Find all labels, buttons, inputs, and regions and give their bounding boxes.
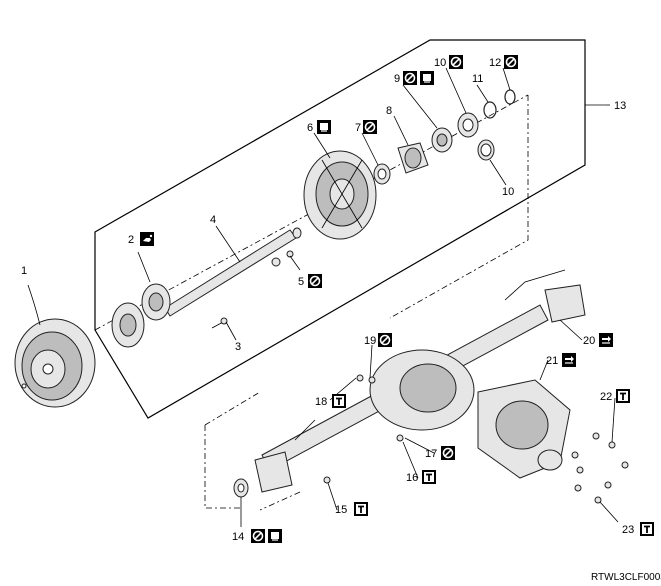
callout-8: 8 <box>386 105 392 117</box>
callout-10-top: 10 <box>434 57 446 69</box>
wheel-bearing <box>431 127 453 153</box>
figure-reference-code: RTWL3CLF000301 <box>591 572 661 583</box>
callout-13: 13 <box>614 100 626 112</box>
callout-1: 1 <box>21 265 27 277</box>
nut <box>271 250 294 267</box>
grease-icon <box>140 232 154 246</box>
oil-icon <box>316 119 332 135</box>
no-reuse-icon <box>448 54 464 70</box>
callout-4: 4 <box>210 214 216 226</box>
torque-icon <box>639 521 655 537</box>
callout-20: 20 <box>583 335 595 347</box>
callout-6: 6 <box>307 122 313 134</box>
bearing-retainer <box>397 142 429 174</box>
callout-22: 22 <box>600 391 612 403</box>
sealant-icon <box>598 332 614 348</box>
callout-labels: 1 2 3 4 5 6 7 8 9 10 10 11 12 13 14 15 1… <box>21 57 634 543</box>
no-reuse-icon <box>362 119 378 135</box>
no-reuse-icon <box>440 445 456 461</box>
backing-plate-brake-assembly <box>303 150 377 240</box>
oil-seal <box>373 163 391 185</box>
no-reuse-icon <box>377 332 393 348</box>
no-reuse-icon <box>402 70 418 86</box>
no-reuse-icon <box>307 273 323 289</box>
callout-2: 2 <box>128 234 134 246</box>
o-ring-and-snap-ring <box>483 89 516 119</box>
alignment-lines <box>94 94 529 511</box>
rear-axle-housing <box>254 269 586 493</box>
carrier-mounting-bolts <box>571 432 629 504</box>
torque-icon <box>353 501 369 517</box>
callout-3: 3 <box>235 341 241 353</box>
callout-7: 7 <box>355 122 361 134</box>
callout-12: 12 <box>489 57 501 69</box>
differential-carrier <box>477 379 571 479</box>
brake-drum <box>14 318 96 408</box>
torque-icon <box>421 469 437 485</box>
hub-bolt <box>211 317 228 329</box>
callout-9: 9 <box>394 73 400 85</box>
oil-icon <box>419 70 435 86</box>
no-reuse-icon <box>250 528 266 544</box>
axle-shaft <box>111 227 302 348</box>
bearing-retainer-ring <box>457 112 495 161</box>
callout-10-bottom: 10 <box>502 186 514 198</box>
housing-fasteners <box>323 374 404 484</box>
oil-icon <box>267 528 283 544</box>
callout-18: 18 <box>315 396 327 408</box>
callout-21: 21 <box>546 355 558 367</box>
torque-icon <box>331 393 347 409</box>
callout-16: 16 <box>406 472 418 484</box>
leader-lines <box>27 67 619 527</box>
callout-11: 11 <box>472 73 483 85</box>
sealant-icon <box>561 352 577 368</box>
callout-19: 19 <box>364 335 376 347</box>
callout-23: 23 <box>622 524 634 536</box>
housing-oil-seal <box>233 478 249 498</box>
callout-15: 15 <box>335 504 347 516</box>
callout-5: 5 <box>298 276 304 288</box>
callout-17: 17 <box>425 448 437 460</box>
no-reuse-icon <box>503 54 519 70</box>
callout-14: 14 <box>232 531 244 543</box>
torque-icon <box>615 388 631 404</box>
